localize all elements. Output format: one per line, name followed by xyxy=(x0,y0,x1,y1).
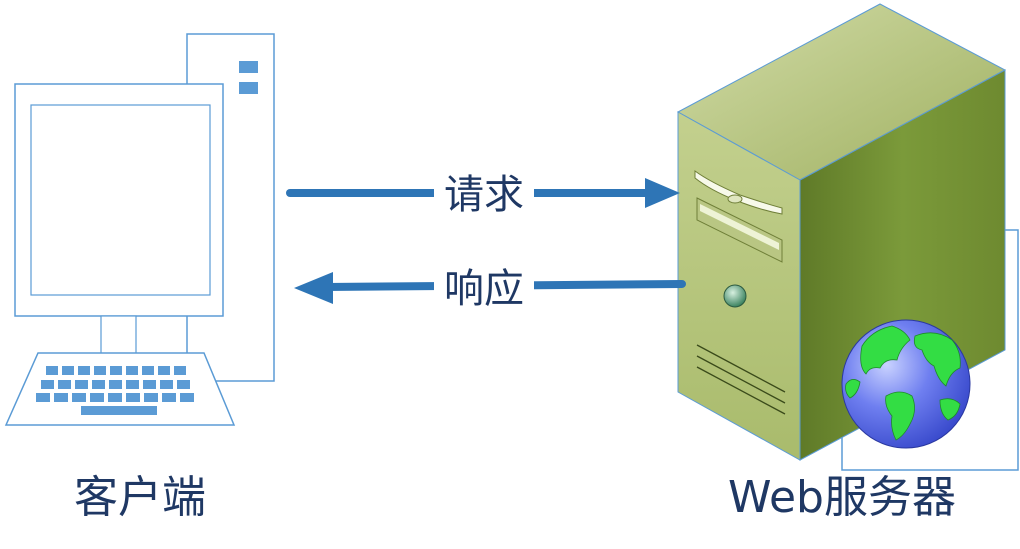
server-power-button xyxy=(723,284,747,308)
request-label: 请求 xyxy=(444,172,524,218)
server-drive-eject xyxy=(727,194,743,204)
pc-monitor-screen xyxy=(30,104,211,296)
globe-icon xyxy=(841,319,971,449)
server-drive-bay-inner xyxy=(700,204,779,250)
request-arrow: 请求 xyxy=(286,168,680,218)
web-server xyxy=(676,3,1019,471)
pc-monitor-stand xyxy=(100,315,137,355)
client-label: 客户端 xyxy=(74,472,206,523)
response-arrowhead-icon xyxy=(294,272,333,304)
keyboard-keys xyxy=(36,366,194,415)
request-arrowhead-icon xyxy=(645,178,680,208)
server-drive-slot-top xyxy=(694,170,783,215)
server-label: Web服务器 xyxy=(728,472,956,523)
response-arrow: 响应 xyxy=(294,262,686,312)
server-vents xyxy=(696,344,786,415)
pc-tower-led-1 xyxy=(239,61,258,73)
response-label: 响应 xyxy=(444,266,524,312)
client-computer xyxy=(4,33,275,426)
pc-tower-led-2 xyxy=(239,82,258,94)
